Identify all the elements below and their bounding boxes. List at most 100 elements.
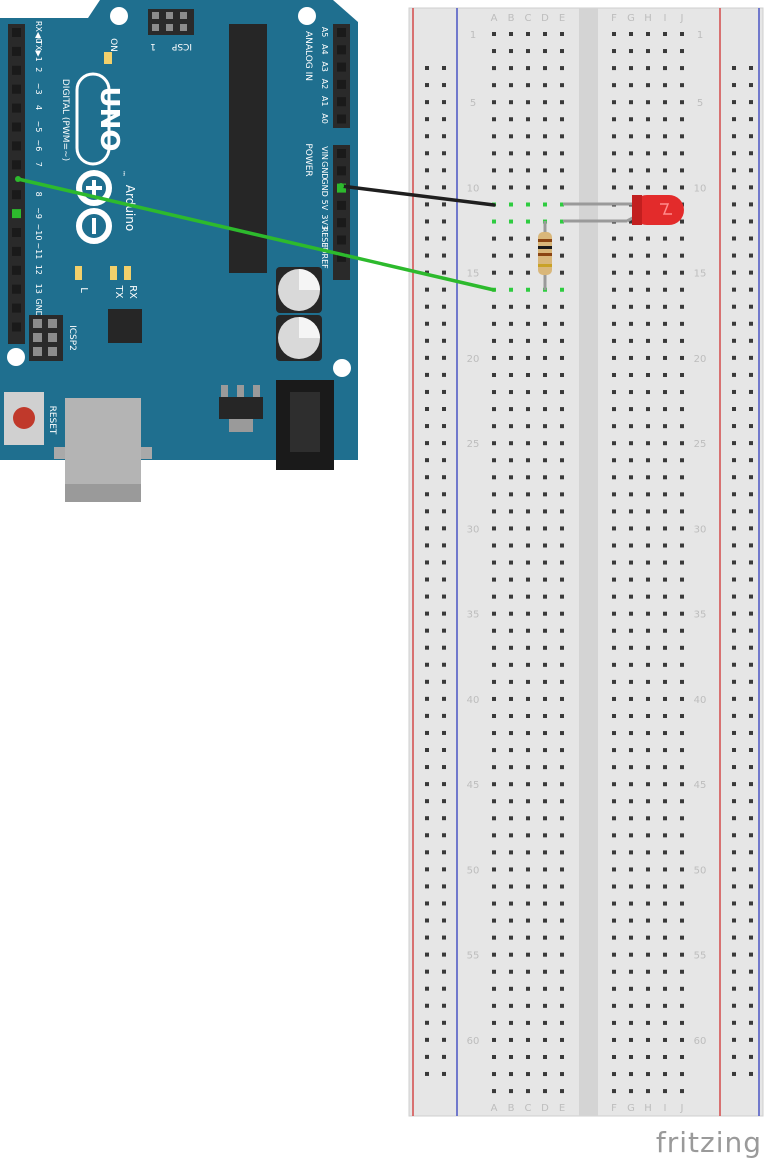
pin-socket[interactable] xyxy=(337,28,346,37)
breadboard-hole xyxy=(680,83,684,88)
rail-hole xyxy=(442,543,446,548)
power-header-label: POWER xyxy=(303,143,313,176)
breadboard-hole xyxy=(509,134,513,139)
pin-socket[interactable] xyxy=(337,149,346,158)
pin-socket[interactable] xyxy=(337,166,346,176)
rail-hole xyxy=(425,389,429,394)
breadboard-hole xyxy=(663,475,667,480)
row-number: 45 xyxy=(467,780,480,791)
pin-socket[interactable] xyxy=(12,65,21,75)
breadboard-hole xyxy=(509,338,513,343)
pin-socket[interactable] xyxy=(12,46,21,56)
pin-socket[interactable] xyxy=(12,28,21,37)
breadboard-hole xyxy=(629,918,633,923)
pin-socket[interactable] xyxy=(337,79,346,89)
breadboard-hole xyxy=(526,799,530,804)
rail-hole xyxy=(442,594,446,599)
rail-hole xyxy=(442,1003,446,1008)
breadboard-hole xyxy=(560,168,564,173)
breadboard-hole xyxy=(612,338,616,343)
breadboard-hole xyxy=(526,714,530,718)
pin-socket[interactable] xyxy=(12,209,21,219)
pin-socket[interactable] xyxy=(12,284,21,294)
rail-hole xyxy=(442,1037,446,1042)
breadboard-hole xyxy=(646,611,650,616)
row-number: 35 xyxy=(694,610,707,621)
pin-socket[interactable] xyxy=(12,322,21,332)
pin-label: A1 xyxy=(320,96,329,107)
breadboard-hole xyxy=(526,32,530,36)
signal-wire[interactable] xyxy=(16,177,496,292)
pin-socket[interactable] xyxy=(337,62,346,72)
pin-socket[interactable] xyxy=(12,228,21,237)
breadboard-hole xyxy=(560,49,564,54)
pin-socket[interactable] xyxy=(12,303,21,313)
rail-hole xyxy=(425,816,429,821)
breadboard-hole xyxy=(560,1037,564,1042)
arduino-logo: UNO Arduino ™ xyxy=(75,72,137,244)
breadboard-hole xyxy=(543,32,547,36)
rail-hole xyxy=(732,168,736,173)
breadboard-hole xyxy=(680,270,684,275)
breadboard-hole xyxy=(680,390,684,395)
breadboard-hole xyxy=(543,321,547,326)
breadboard-hole xyxy=(646,441,650,446)
breadboard-hole xyxy=(509,628,513,633)
breadboard-hole xyxy=(492,338,496,343)
breadboard-hole xyxy=(612,611,616,616)
breadboard-hole xyxy=(509,884,513,889)
breadboard-hole xyxy=(663,458,667,463)
pin-socket[interactable] xyxy=(12,160,21,170)
breadboard-hole xyxy=(526,577,530,582)
pin-socket[interactable] xyxy=(12,122,21,132)
pin-socket[interactable] xyxy=(12,265,21,275)
breadboard-hole xyxy=(663,748,667,753)
row-number: 30 xyxy=(467,524,480,535)
pin-socket[interactable] xyxy=(337,200,346,210)
breadboard-hole xyxy=(509,253,513,258)
breadboard-hole xyxy=(663,373,667,377)
rail-hole xyxy=(749,458,753,463)
reset-button[interactable] xyxy=(4,392,44,445)
on-label: ON xyxy=(108,38,118,52)
rail-hole xyxy=(425,526,429,531)
breadboard-hole xyxy=(509,1089,513,1094)
pin-socket[interactable] xyxy=(337,45,346,55)
breadboard-hole xyxy=(509,219,513,224)
rail-hole xyxy=(442,799,446,804)
pin-socket[interactable] xyxy=(337,97,346,107)
breadboard-hole xyxy=(492,645,496,650)
pin-socket[interactable] xyxy=(337,235,346,245)
breadboard-hole xyxy=(680,884,684,889)
breadboard-hole xyxy=(492,611,496,616)
pin-socket[interactable] xyxy=(337,252,346,262)
pin-socket[interactable] xyxy=(12,141,21,151)
breadboard-hole xyxy=(646,799,650,804)
row-number: 20 xyxy=(694,354,707,365)
breadboard-hole xyxy=(680,492,684,497)
pin-socket[interactable] xyxy=(12,190,21,200)
icsp-label: ICSP xyxy=(171,41,192,51)
pin-label: RESET xyxy=(320,227,329,253)
breadboard-hole xyxy=(526,952,530,957)
column-letter: G xyxy=(627,13,635,24)
rail-hole xyxy=(425,134,429,139)
pin-label: ~10 xyxy=(34,224,43,241)
rail-hole xyxy=(732,577,736,582)
breadboard-hole xyxy=(646,696,650,701)
rail-hole xyxy=(749,867,753,872)
breadboard-hole xyxy=(629,714,633,718)
pin-socket[interactable] xyxy=(337,218,346,228)
breadboard-hole xyxy=(646,458,650,463)
gnd-wire[interactable] xyxy=(339,184,496,207)
pin-label: ~9 xyxy=(34,207,43,219)
pin-socket[interactable] xyxy=(12,103,21,113)
breadboard-hole xyxy=(543,645,547,650)
rail-hole xyxy=(425,1037,429,1042)
pin-socket[interactable] xyxy=(12,246,21,256)
pin-socket[interactable] xyxy=(12,84,21,94)
breadboard-hole xyxy=(612,424,616,429)
breadboard-hole xyxy=(612,969,616,974)
breadboard-hole xyxy=(646,32,650,36)
pin-socket[interactable] xyxy=(337,114,346,124)
